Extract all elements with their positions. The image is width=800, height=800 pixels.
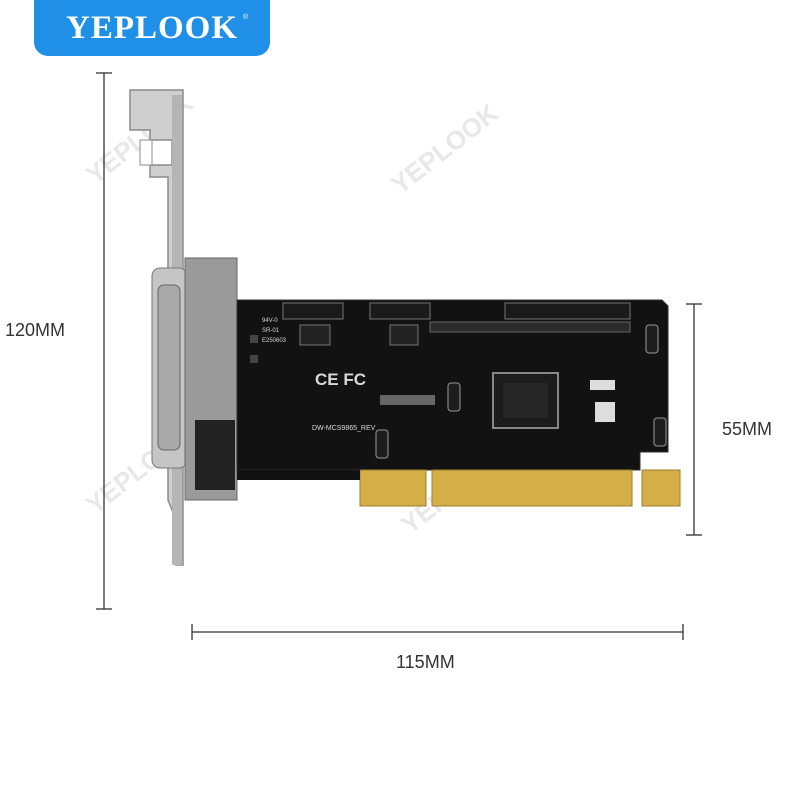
pci-gold-contacts <box>237 469 681 507</box>
db25-connector <box>151 257 238 501</box>
brand-logo: YEPLOOK ® <box>34 0 270 56</box>
svg-text:94V-0: 94V-0 <box>262 318 278 324</box>
svg-text:CE FC: CE FC <box>315 370 366 389</box>
brand-name: YEPLOOK <box>65 9 239 46</box>
board-height-label: 55MM <box>722 419 773 439</box>
board-height-dimension-line <box>686 303 702 536</box>
height-dimension-line <box>96 72 112 610</box>
width-label: 115MM <box>396 652 455 672</box>
svg-text:E250603: E250603 <box>262 338 287 344</box>
svg-text:SR-01: SR-01 <box>262 328 280 334</box>
svg-text:YEPLOOK: YEPLOOK <box>385 98 504 200</box>
height-label: 120MM <box>5 320 66 340</box>
width-dimension-line <box>191 624 684 640</box>
registered-mark: ® <box>242 14 248 21</box>
pcb-board: 94V-0 SR-01 E250603 CE FC DW-MCS9865_REV <box>236 299 669 471</box>
svg-text:DW-MCS9865_REV: DW-MCS9865_REV <box>312 425 376 432</box>
